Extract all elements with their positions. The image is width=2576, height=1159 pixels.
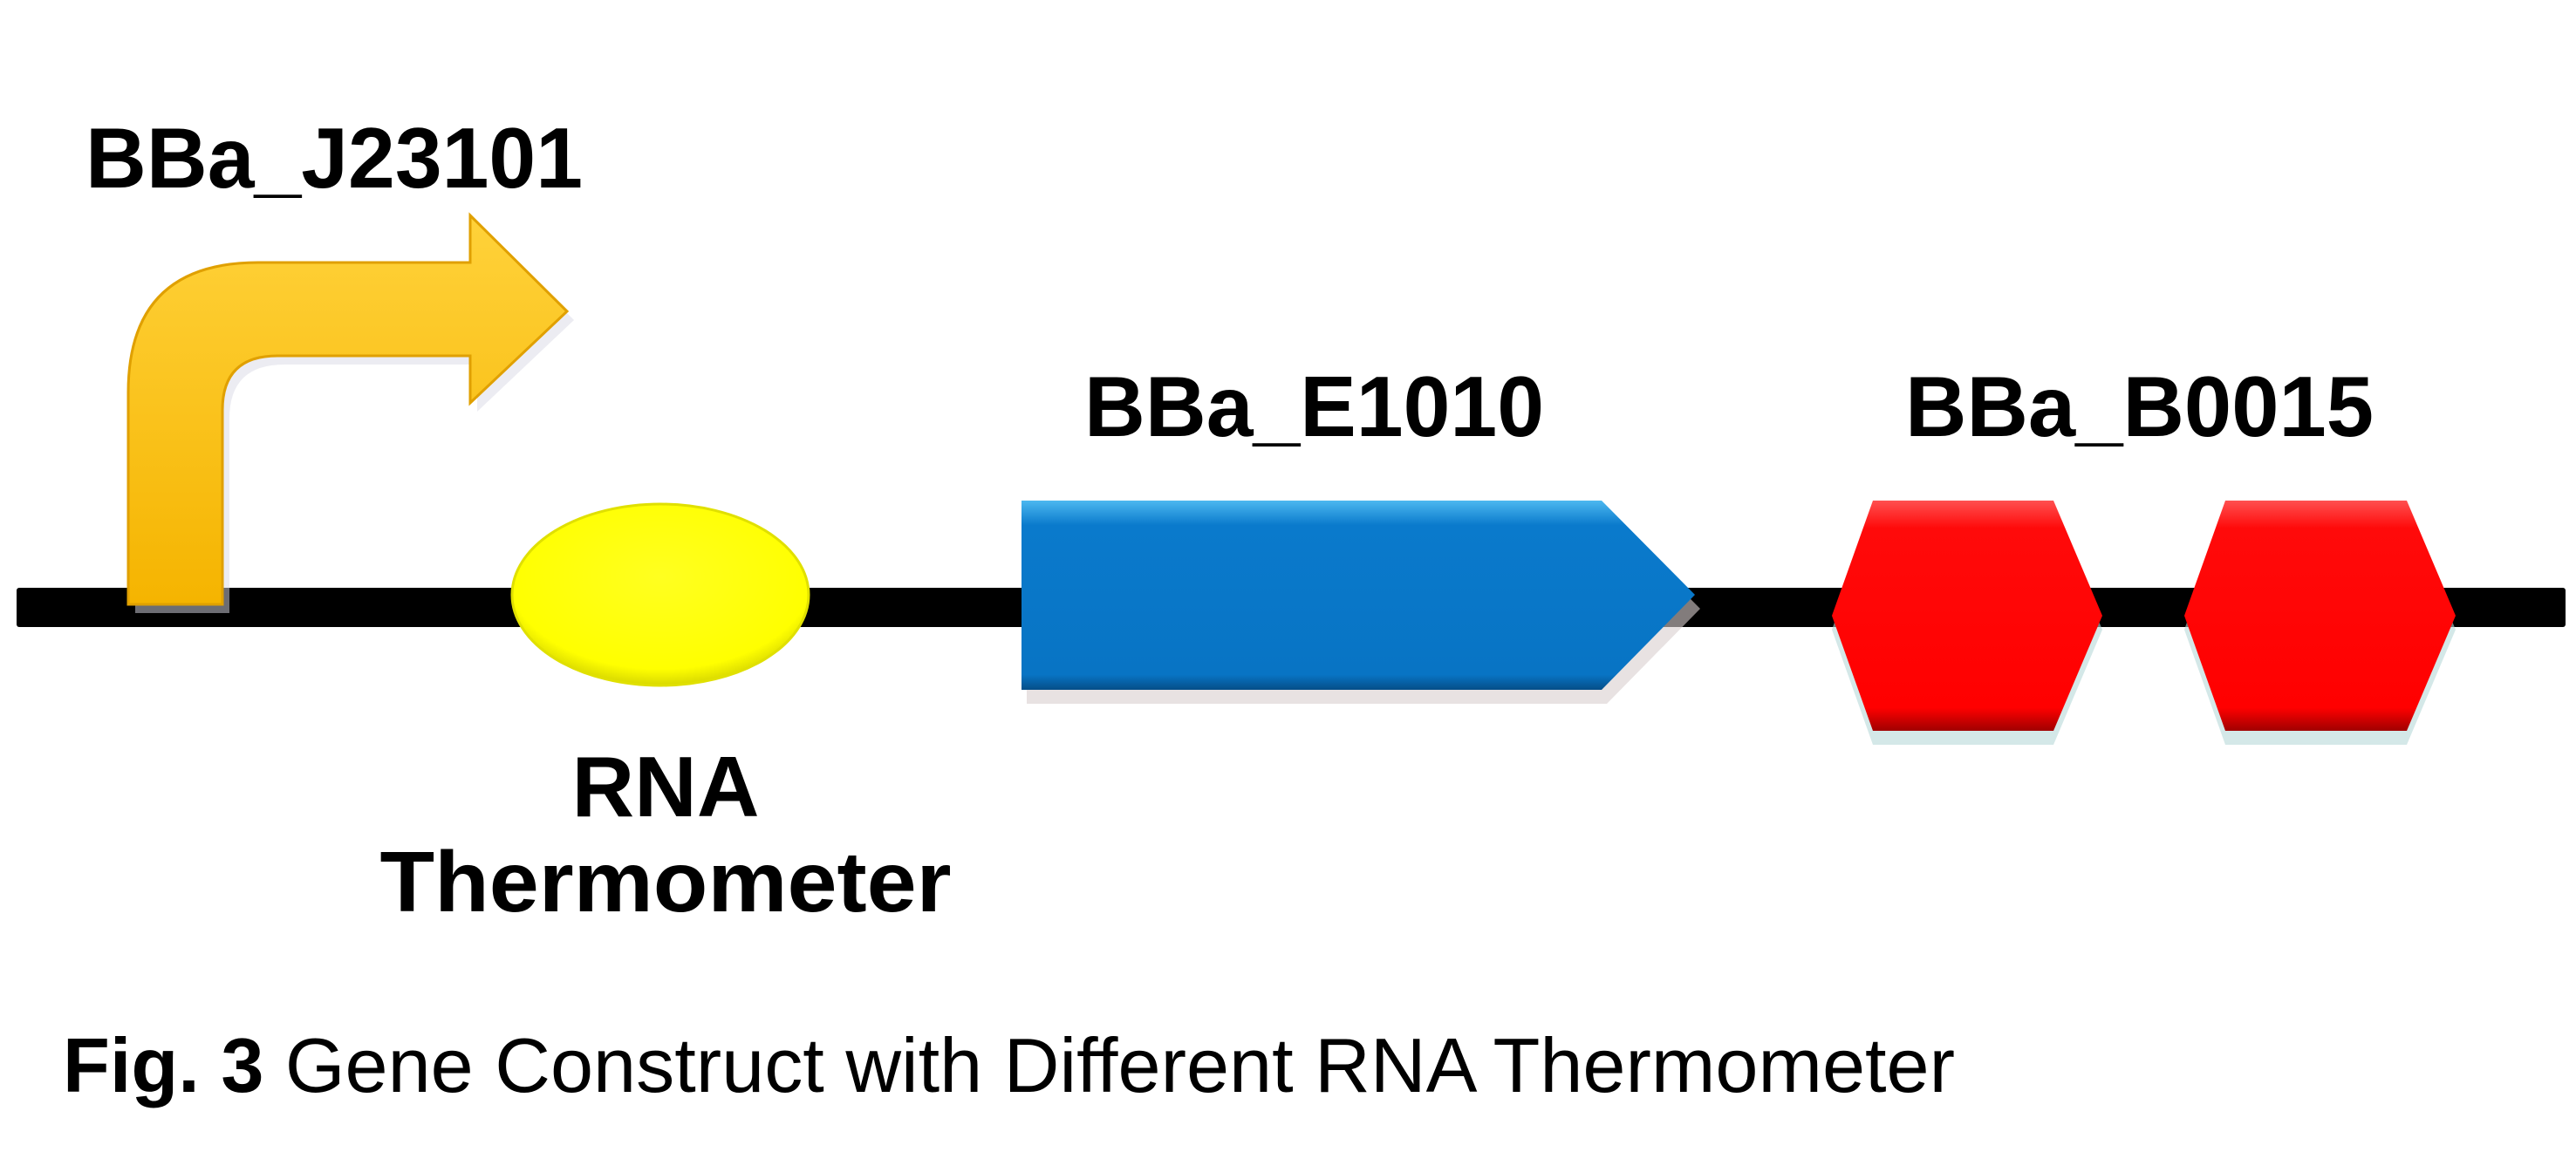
cds-arrow-icon xyxy=(1022,501,1700,704)
cds-label: BBa_E1010 xyxy=(1084,358,1544,454)
promoter-arrow-icon xyxy=(126,212,574,613)
figure-caption-text: Gene Construct with Different RNA Thermo… xyxy=(263,1022,1955,1108)
terminator-label: BBa_B0015 xyxy=(1905,358,2374,454)
figure-caption-prefix: Fig. 3 xyxy=(63,1022,263,1108)
rna-thermometer-label-line2: Thermometer xyxy=(380,834,952,930)
rna-thermometer-label-line1: RNA xyxy=(572,739,760,835)
terminator-hexagon-icon xyxy=(2184,501,2456,745)
rna-thermometer-shape xyxy=(510,502,810,687)
terminator-hexagon-icon xyxy=(1832,501,2102,745)
promoter-label: BBa_J23101 xyxy=(85,110,583,206)
figure-caption: Fig. 3 Gene Construct with Different RNA… xyxy=(63,1022,1955,1108)
